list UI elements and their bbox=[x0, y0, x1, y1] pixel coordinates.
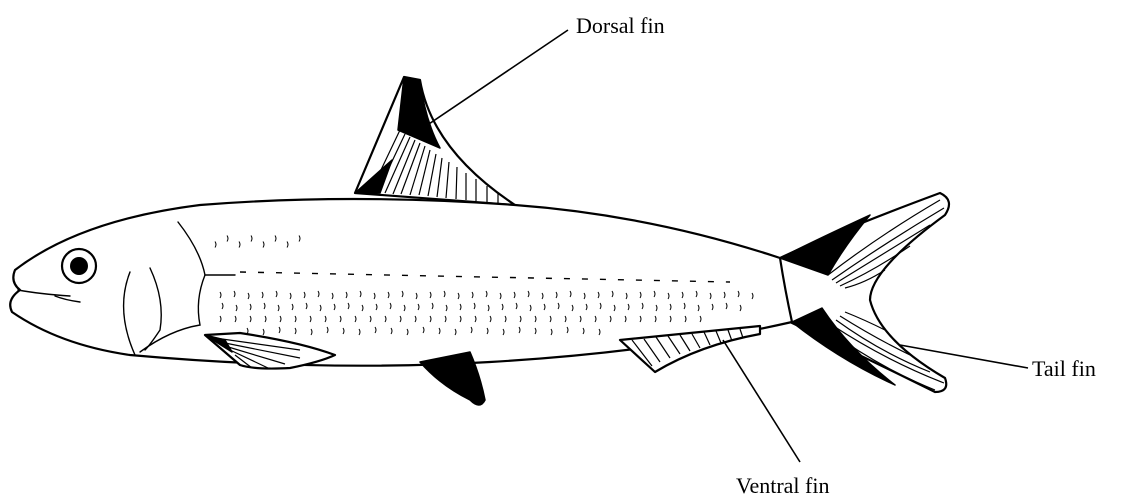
dorsal-fin-label: Dorsal fin bbox=[576, 13, 665, 38]
tail-fin-label: Tail fin bbox=[1032, 356, 1096, 381]
dorsal-fin-leader bbox=[420, 30, 568, 130]
ventral-fin-leader bbox=[723, 340, 800, 462]
tail-fin bbox=[780, 193, 949, 392]
eye bbox=[62, 249, 96, 283]
dorsal-fin bbox=[355, 77, 515, 205]
ventral-fin-label: Ventral fin bbox=[736, 473, 829, 498]
